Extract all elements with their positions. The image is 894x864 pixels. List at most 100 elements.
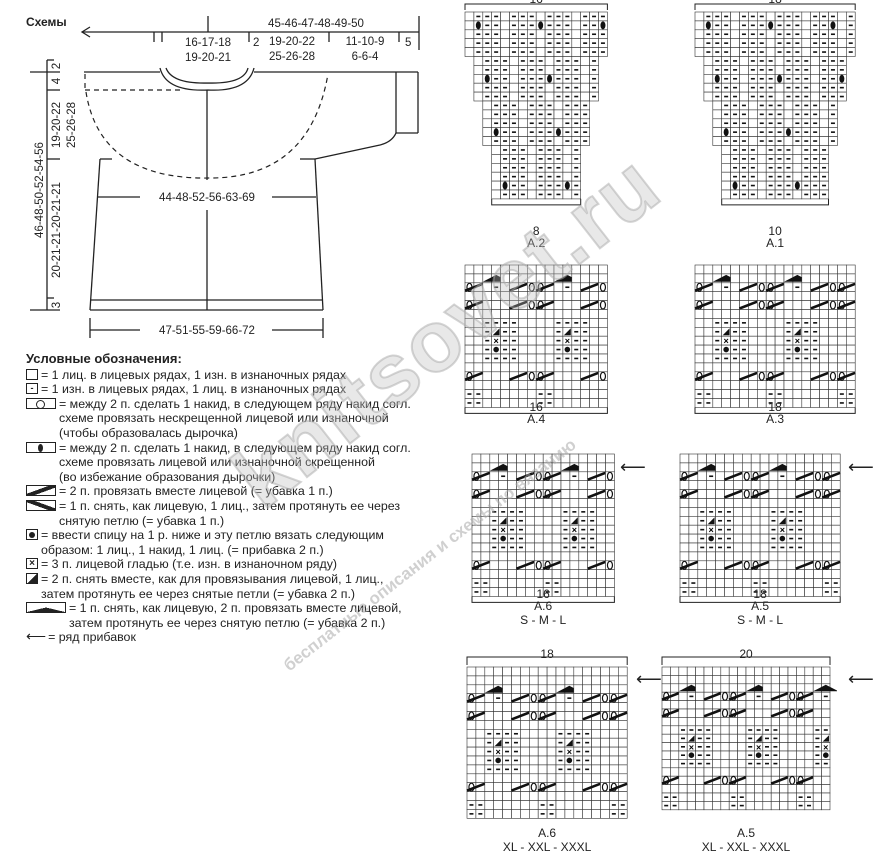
segment-2-label: 2 (253, 37, 259, 49)
chart-cell (750, 515, 761, 526)
chart-cell (500, 371, 510, 382)
chart-cell (748, 273, 758, 284)
chart-cell (493, 791, 503, 801)
chart-cell (535, 38, 546, 48)
chart-cell (786, 489, 797, 499)
chart-cell (598, 380, 608, 390)
chart-cell (535, 11, 546, 22)
chart-cell (804, 759, 814, 769)
chart-symbol-dot (823, 752, 829, 758)
chart-cell (526, 273, 537, 284)
legend-item-text: = 1 изн. в лицевых рядах, 1 лиц. в изнан… (41, 382, 347, 397)
chart-cell (720, 700, 730, 710)
chart-symbol-tri (755, 735, 762, 742)
chart-cell (542, 551, 553, 562)
chart-cell (721, 145, 731, 155)
chart-cell (694, 380, 705, 390)
chart-cell (765, 335, 776, 346)
chart-cell (745, 666, 755, 676)
chart-symbol-ring (743, 489, 750, 499)
chart-cell (471, 515, 482, 526)
chart-cell (712, 733, 722, 743)
chart-cell (571, 309, 582, 319)
chart-cell (724, 453, 734, 464)
legend-item: = 2 п. снять вместе, как для провязывани… (26, 572, 446, 601)
triangle-square-icon (26, 572, 38, 584)
chart-cell (533, 498, 544, 508)
chart-cell (686, 675, 696, 685)
chart-cell (537, 675, 548, 686)
top-total-dimension: 45-46-47-48-49-50 (268, 18, 364, 30)
chart-cell (542, 480, 553, 490)
chart-cell (812, 784, 822, 794)
chart-cell (837, 309, 847, 319)
chart-cell (582, 773, 592, 784)
chart-cell (720, 666, 730, 676)
chart-name: A.6 (538, 826, 557, 840)
chart-cell (464, 362, 475, 373)
chart-symbol-slash (471, 471, 491, 481)
chart-cell (546, 666, 557, 677)
chart-cell (605, 551, 615, 562)
chart-cell (804, 515, 814, 526)
chart-cell (484, 782, 494, 792)
chart-cell (573, 791, 584, 801)
chart-cell (555, 800, 566, 810)
chart-cell (564, 702, 575, 712)
legend-title: Условные обозначения: (26, 351, 182, 366)
chart-symbol-x: × (494, 336, 499, 346)
chart-cell (819, 326, 829, 337)
chart-cell (562, 189, 573, 200)
chart-cell (721, 389, 731, 399)
chart-cell (596, 524, 606, 535)
chart-cell (553, 389, 564, 399)
chart-cell (511, 720, 521, 730)
chart-cell (774, 362, 785, 373)
chart-cell (551, 507, 562, 517)
chart-cell (535, 309, 546, 319)
chart-cell (756, 291, 767, 301)
chart-cell (779, 717, 789, 727)
chart-cell (801, 362, 812, 373)
chart-cell (589, 318, 599, 328)
chart-cell (694, 344, 705, 355)
chart-symbol-yo (830, 21, 836, 30)
chart-cell (804, 733, 814, 743)
chart-cell (553, 282, 564, 292)
chart-cell (822, 498, 832, 508)
chart-cell (812, 700, 822, 710)
chart-symbol-ring (758, 371, 765, 381)
chart-a4: ×× (460, 251, 615, 434)
chart-cell (520, 755, 530, 766)
chart-cell (542, 542, 553, 553)
chart-cell (694, 264, 705, 275)
chart-cell (703, 82, 714, 93)
chart-cell (804, 507, 814, 517)
chart-cell (471, 569, 482, 579)
chart-cell (750, 453, 761, 464)
chart-cell (730, 273, 740, 284)
chart-cell (564, 782, 575, 792)
chart-cell (569, 480, 580, 490)
chart-cell (715, 462, 725, 473)
chart-symbol-slash (694, 300, 714, 310)
chart-cell (703, 767, 713, 777)
yoke-depth-2: 25-26-28 (66, 102, 78, 148)
chart-cell (511, 684, 521, 694)
chart-cell (589, 335, 599, 346)
chart-stitch-count-bottom: 18 (753, 587, 767, 601)
chart-cell (551, 462, 562, 473)
chart-cell (792, 362, 803, 373)
chart-cell (695, 801, 705, 811)
chart-cell (837, 264, 847, 275)
chart-cell (466, 755, 477, 766)
chart-cell (819, 335, 829, 346)
chart-cell (580, 65, 590, 75)
chart-cell (733, 462, 743, 473)
chart-symbol-slash (750, 471, 770, 481)
chart-cell (500, 389, 510, 399)
chart-cell (537, 755, 548, 766)
chart-cell (546, 746, 557, 757)
chart-cell (728, 725, 738, 735)
chart-cell (578, 560, 589, 571)
